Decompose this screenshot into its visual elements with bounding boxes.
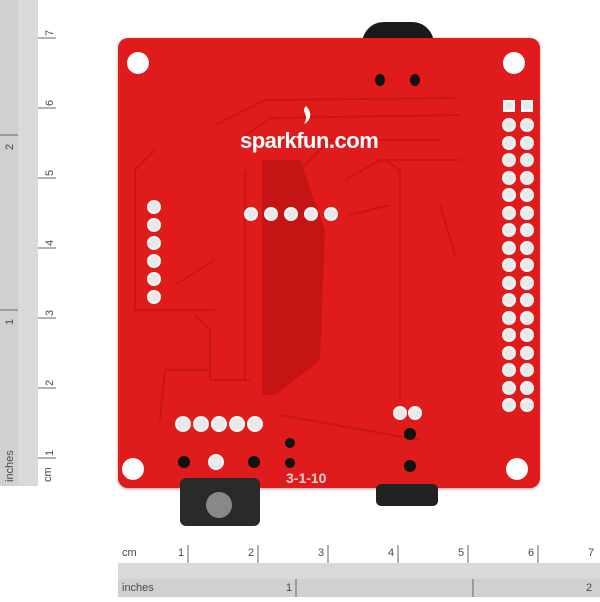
header-pin bbox=[502, 293, 516, 307]
header-pin bbox=[502, 118, 516, 132]
header-pin bbox=[502, 380, 516, 395]
pad bbox=[393, 406, 407, 420]
header-pin bbox=[502, 223, 516, 237]
pcb-board bbox=[118, 38, 540, 488]
horizontal-cm-mark: 7 bbox=[588, 547, 595, 559]
pad bbox=[408, 406, 422, 420]
pad bbox=[264, 207, 278, 221]
pad bbox=[147, 218, 161, 232]
horizontal-cm-mark: 3 bbox=[318, 547, 325, 559]
header-pin bbox=[520, 135, 534, 150]
header-pin bbox=[502, 240, 516, 255]
pad bbox=[229, 416, 245, 432]
pad bbox=[147, 254, 161, 268]
header-pin bbox=[520, 188, 534, 202]
pad bbox=[208, 454, 224, 470]
pad bbox=[193, 416, 209, 432]
header-pin bbox=[502, 328, 516, 342]
header-pin bbox=[520, 170, 534, 185]
header-pin bbox=[502, 170, 516, 185]
header-pin bbox=[520, 398, 534, 412]
pad bbox=[284, 207, 298, 221]
pad bbox=[247, 416, 263, 432]
horizontal-cm-mark: 6 bbox=[528, 547, 535, 559]
via-pad bbox=[410, 74, 420, 86]
header-pin bbox=[520, 345, 534, 360]
header-pin bbox=[520, 118, 534, 132]
header-pin bbox=[520, 240, 534, 255]
bottom-knob bbox=[376, 484, 438, 506]
header-pin bbox=[520, 223, 534, 237]
header-pin bbox=[502, 135, 516, 150]
pad bbox=[147, 290, 161, 304]
header-pin-square bbox=[521, 100, 533, 112]
header-pin bbox=[520, 380, 534, 395]
pad bbox=[244, 207, 258, 221]
header-pin bbox=[502, 188, 516, 202]
horizontal-cm-mark: 2 bbox=[248, 547, 255, 559]
pad bbox=[147, 272, 161, 286]
pad bbox=[175, 416, 191, 432]
header-pin bbox=[520, 205, 534, 220]
header-pin bbox=[502, 310, 516, 325]
mounting-hole bbox=[503, 52, 525, 74]
header-pin bbox=[502, 363, 516, 377]
header-pin bbox=[520, 293, 534, 307]
horizontal-cm-mark: 1 bbox=[178, 547, 185, 559]
horizontal-cm-mark: 5 bbox=[458, 547, 465, 559]
header-pin bbox=[502, 153, 516, 167]
brand-logo: sparkfun.com bbox=[240, 128, 379, 153]
header-pin bbox=[502, 398, 516, 412]
header-pin bbox=[520, 275, 534, 290]
pad bbox=[324, 207, 338, 221]
pad bbox=[147, 236, 161, 250]
horizontal-inch-mark: 2 bbox=[586, 582, 593, 594]
revision-stamp: 3-1-10 bbox=[286, 470, 327, 486]
header-pin bbox=[520, 310, 534, 325]
via-pad bbox=[248, 456, 260, 468]
horizontal-cm-label: cm bbox=[122, 547, 137, 559]
mounting-hole bbox=[122, 458, 144, 480]
vertical-ruler: inches cm 7 6 5 4 3 2 1 2 1 bbox=[0, 0, 56, 486]
horizontal-cm-mark: 4 bbox=[388, 547, 395, 559]
header-pin bbox=[502, 275, 516, 290]
header-pin bbox=[502, 345, 516, 360]
header-pin bbox=[520, 363, 534, 377]
mounting-hole bbox=[127, 52, 149, 74]
horizontal-ruler-ticks bbox=[118, 545, 600, 597]
mounting-hole bbox=[506, 458, 528, 480]
audio-jack-opening bbox=[206, 492, 232, 518]
horizontal-inches-label: inches bbox=[122, 582, 154, 594]
pad bbox=[304, 207, 318, 221]
header-pin bbox=[502, 258, 516, 272]
vertical-ruler-ticks bbox=[0, 0, 56, 486]
horizontal-ruler: cm inches 1 2 3 4 5 6 7 1 2 bbox=[118, 545, 600, 597]
via-pad bbox=[178, 456, 190, 468]
horizontal-inch-mark: 1 bbox=[286, 582, 293, 594]
header-pin bbox=[502, 205, 516, 220]
via-pad bbox=[404, 428, 416, 440]
header-pin bbox=[520, 328, 534, 342]
pad bbox=[211, 416, 227, 432]
header-pin bbox=[520, 258, 534, 272]
header-pin bbox=[520, 153, 534, 167]
via-pad bbox=[375, 74, 385, 86]
pad bbox=[147, 200, 161, 214]
via-pad bbox=[404, 460, 416, 472]
via-pad bbox=[285, 438, 295, 448]
header-pin-square bbox=[503, 100, 515, 112]
sparkfun-flame-icon bbox=[304, 106, 311, 124]
via-pad bbox=[285, 458, 295, 468]
